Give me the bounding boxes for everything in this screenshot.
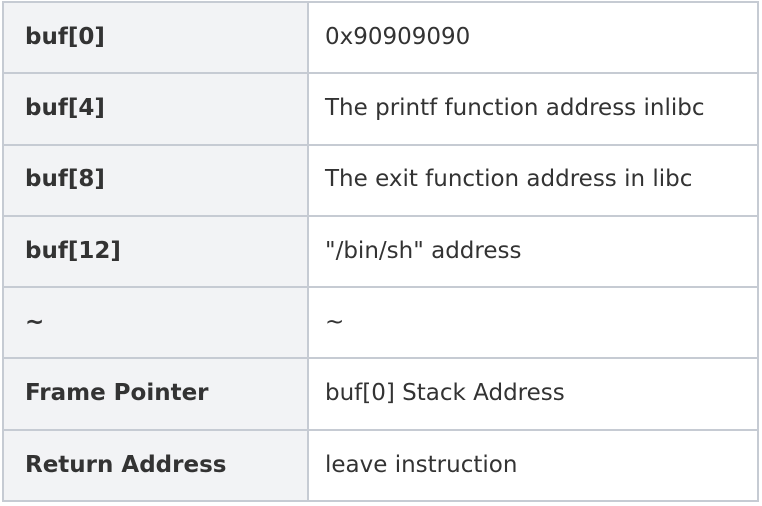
row-key-cell: Frame Pointer	[2, 357, 309, 431]
row-value-cell: "/bin/sh" address	[307, 214, 759, 289]
row-key-cell: ~	[2, 286, 309, 360]
row-value-cell: leave instruction	[307, 428, 759, 503]
row-key-cell: buf[4]	[2, 72, 309, 146]
row-key-cell: Return Address	[2, 428, 309, 503]
table-row: Frame Pointer buf[0] Stack Address	[2, 357, 759, 431]
table-row: buf[0] 0x90909090	[2, 0, 759, 75]
row-value-cell: The exit function address in libc	[307, 143, 759, 217]
table-row: Return Address leave instruction	[2, 428, 759, 503]
table-row: buf[8] The exit function address in libc	[2, 143, 759, 217]
row-key-cell: buf[0]	[2, 0, 309, 75]
row-key-cell: buf[8]	[2, 143, 309, 217]
table-row: buf[12] "/bin/sh" address	[2, 214, 759, 289]
row-value-cell: ~	[307, 286, 759, 360]
table-row: ~ ~	[2, 286, 759, 360]
row-value-cell: The printf function address inlibc	[307, 72, 759, 146]
row-value-cell: 0x90909090	[307, 0, 759, 75]
row-key-cell: buf[12]	[2, 214, 309, 289]
row-value-cell: buf[0] Stack Address	[307, 357, 759, 431]
table-row: buf[4] The printf function address inlib…	[2, 72, 759, 146]
